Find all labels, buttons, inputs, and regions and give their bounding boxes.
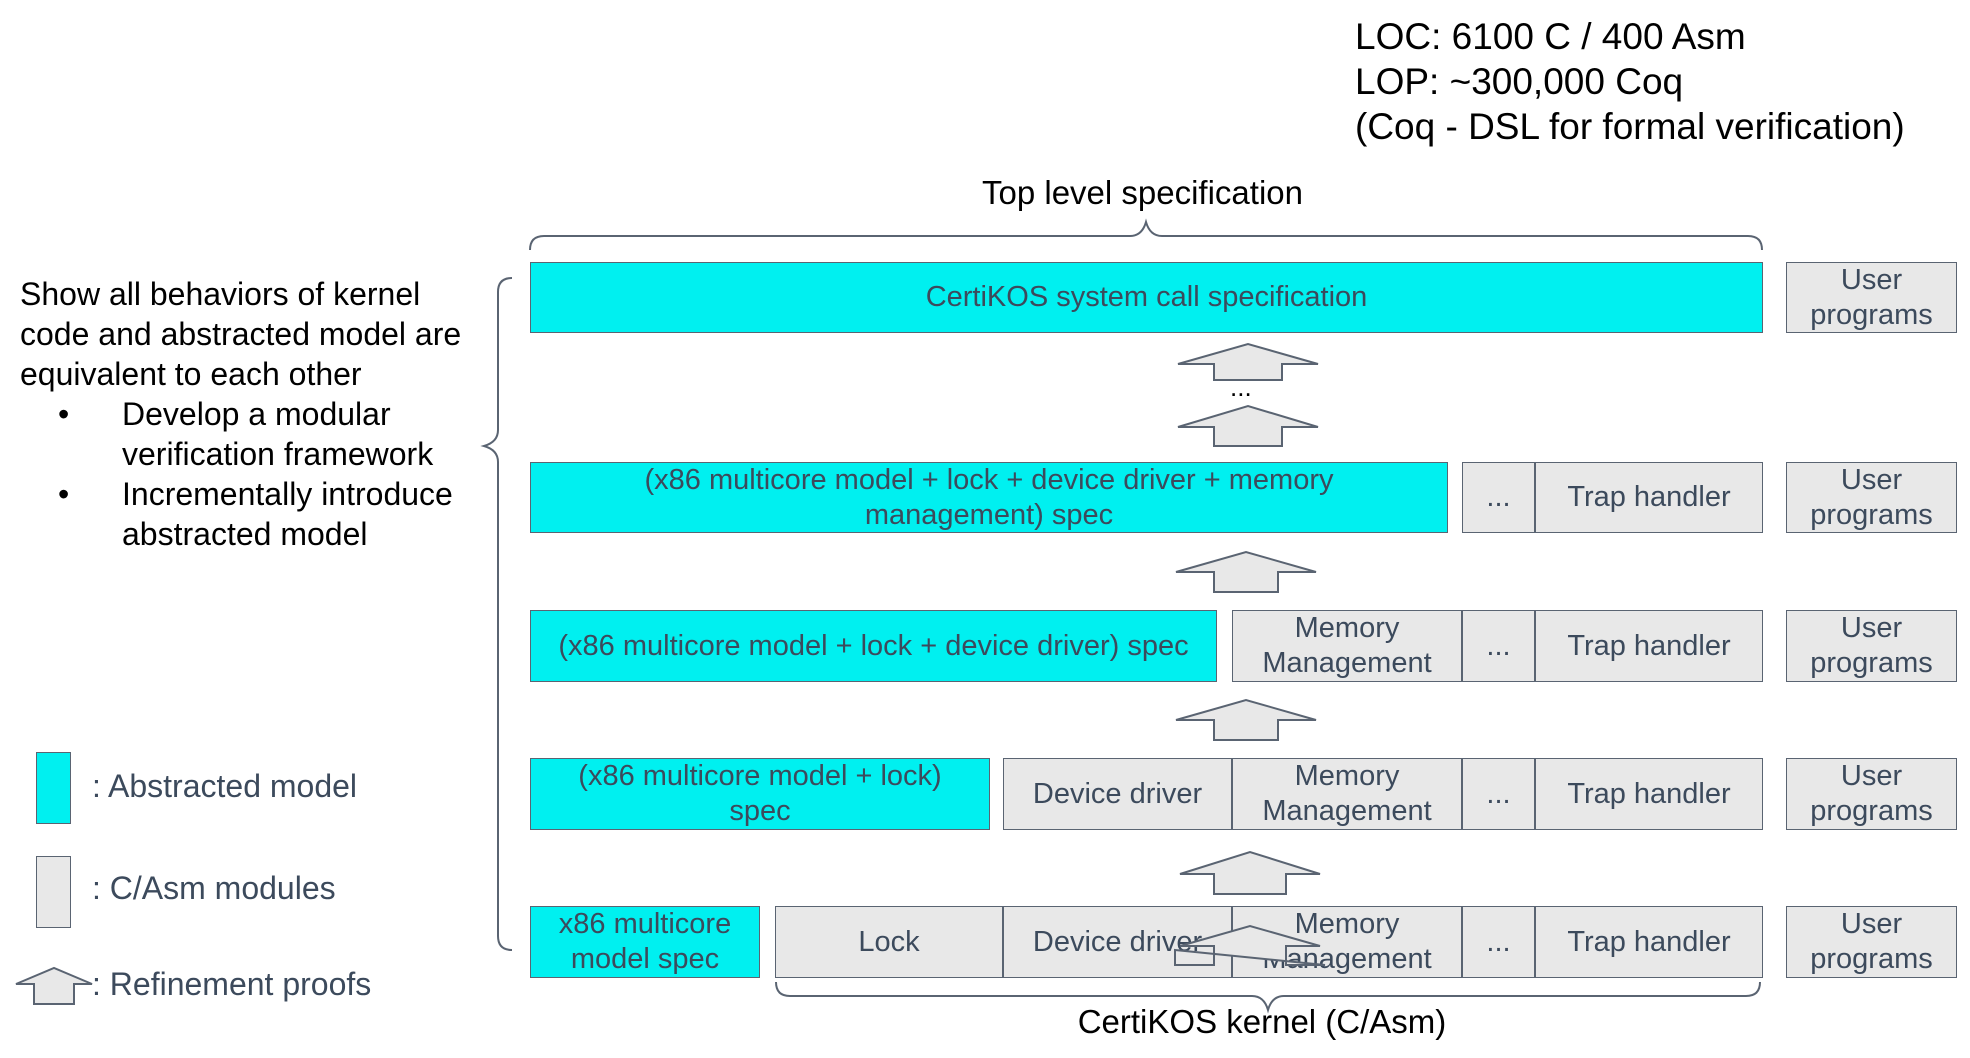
top-spec-label: Top level specification xyxy=(981,174,1303,211)
bullet-dot: • xyxy=(58,476,70,512)
l1-trap-handler-box: Trap handler xyxy=(1535,906,1763,978)
lop-stat: LOP: ~300,000 Coq xyxy=(1355,61,1684,102)
kernel-label: CertiKOS kernel (C/Asm) xyxy=(1077,1003,1447,1040)
description-main: Show all behaviors of kernel code and ab… xyxy=(20,276,462,392)
refinement-arrow-icon xyxy=(1175,698,1317,741)
user-programs-box: User programs xyxy=(1786,758,1957,830)
refinement-arrow-icon xyxy=(1175,550,1317,593)
refinement-arrow-icon xyxy=(1179,850,1321,895)
bullet-item: • Incrementally introduce abstracted mod… xyxy=(20,474,490,554)
refinement-arrow-icon xyxy=(1177,342,1319,381)
l4-ellipsis-box: ... xyxy=(1462,462,1535,533)
l1-lock-box: Lock xyxy=(775,906,1003,978)
refinement-arrows xyxy=(15,342,1326,1005)
user-programs-box: User programs xyxy=(1786,262,1957,333)
stats-block: LOC: 6100 C / 400 Asm LOP: ~300,000 Coq … xyxy=(1355,14,1905,149)
l1-spec-box: x86 multicore model spec xyxy=(530,906,760,978)
l2-device-driver-box: Device driver xyxy=(1003,758,1232,830)
l3-spec-box: (x86 multicore model + lock + device dri… xyxy=(530,610,1217,682)
legend-refinement-label: : Refinement proofs xyxy=(92,966,372,1002)
l2-trap-handler-box: Trap handler xyxy=(1535,758,1763,830)
legend-abstracted-swatch xyxy=(36,752,71,824)
user-programs-box: User programs xyxy=(1786,610,1957,682)
legend-abstracted-label: : Abstracted model xyxy=(92,768,358,804)
l3-memory-box: Memory Management xyxy=(1232,610,1462,682)
bullet-dot: • xyxy=(58,396,70,432)
syscall-spec-box: CertiKOS system call specification xyxy=(530,262,1763,333)
legend-refinement-arrow-icon xyxy=(15,966,93,1005)
coq-note: (Coq - DSL for formal verification) xyxy=(1355,106,1905,147)
refinement-arrow-icon xyxy=(1177,404,1319,447)
user-programs-box: User programs xyxy=(1786,462,1957,533)
l2-memory-box: Memory Management xyxy=(1232,758,1462,830)
bullet-text: Develop a modular verification framework xyxy=(122,396,434,472)
l4-spec-box: (x86 multicore model + lock + device dri… xyxy=(530,462,1448,533)
description-block: Show all behaviors of kernel code and ab… xyxy=(20,274,490,554)
l2-ellipsis-box: ... xyxy=(1462,758,1535,830)
l1-memory-box: Memory Management xyxy=(1232,906,1462,978)
l4-trap-handler-box: Trap handler xyxy=(1535,462,1763,533)
legend-modules-label: : C/Asm modules xyxy=(92,870,336,906)
l3-trap-handler-box: Trap handler xyxy=(1535,610,1763,682)
bullet-item: • Develop a modular verification framewo… xyxy=(20,394,490,474)
refinement-arrow-icon xyxy=(1174,924,1326,966)
bullet-text: Incrementally introduce abstracted model xyxy=(122,476,453,552)
user-programs-box: User programs xyxy=(1786,906,1957,978)
l2-spec-box: (x86 multicore model + lock) spec xyxy=(530,758,990,830)
bottom-brace xyxy=(775,981,1761,1014)
l3-ellipsis-box: ... xyxy=(1462,610,1535,682)
top-brace xyxy=(529,218,1763,251)
l1-ellipsis-box: ... xyxy=(1462,906,1535,978)
left-brace xyxy=(480,277,513,951)
loc-stat: LOC: 6100 C / 400 Asm xyxy=(1355,16,1746,57)
legend-modules-swatch xyxy=(36,856,71,928)
